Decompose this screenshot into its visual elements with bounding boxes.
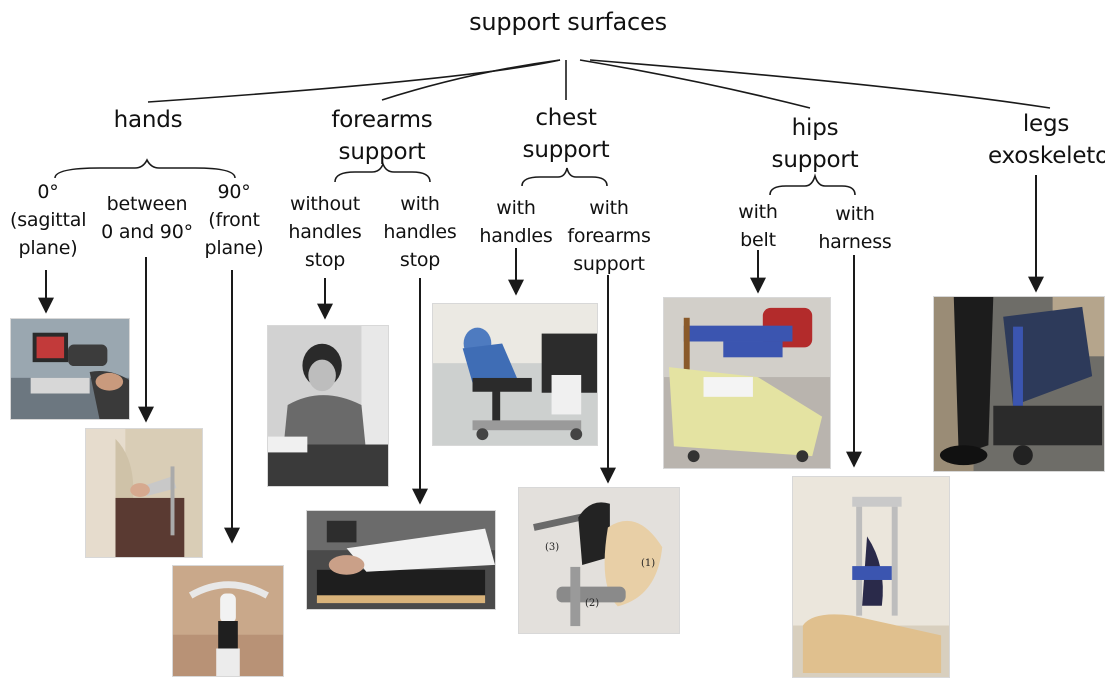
caption-2: (2) [585,598,600,609]
sub-sagittal-plane: 0° (sagittal plane) [10,181,87,259]
sub-with-handles-stop: with handles stop [383,193,457,271]
root-to-hips-line [579,59,811,109]
sub-hips-with-harness: with harness [818,203,892,253]
root-label: support surfaces [469,8,667,36]
category-legs-exoskeleton: legs exoskeleton [988,111,1105,169]
photo-between-angle-handle [85,428,203,558]
hips-brace [769,173,856,196]
root-to-forearms-line [381,59,561,101]
photo-sagittal-handle-device [10,318,130,420]
sub-between-0-and-90: between 0 and 90° [101,193,193,243]
sub-chest-with-forearms-support: with forearms support [567,197,651,275]
category-hands: hands [113,107,183,133]
sub-without-handles-stop: without handles stop [288,193,362,271]
photo-forearms-without-handles-stop [267,325,389,487]
root-to-hands-line [147,59,561,103]
category-chest-support: chest support [522,105,610,163]
photo-forearms-with-handles-stop [306,510,496,610]
root-to-legs-line [589,59,1051,109]
sub-hips-with-belt: with belt [738,201,778,251]
chest-brace [521,167,608,187]
forearms-brace [334,161,431,183]
category-forearms-support: forearms support [331,107,433,165]
photo-hips-with-harness [792,476,950,678]
sub-front-plane: 90° (front plane) [204,181,264,259]
caption-1: (1) [641,558,656,569]
sub-chest-with-handles: with handles [479,197,553,247]
photo-front-plane-handle [172,565,284,677]
photo-hips-with-belt [663,297,831,469]
caption-3: (3) [545,542,560,553]
photo-chest-with-handles [432,303,598,446]
photo-chest-with-forearms-support: (1) (2) (3) [518,487,680,634]
category-hips-support: hips support [771,115,859,173]
photo-legs-exoskeleton [933,296,1105,472]
hands-brace [54,158,236,179]
